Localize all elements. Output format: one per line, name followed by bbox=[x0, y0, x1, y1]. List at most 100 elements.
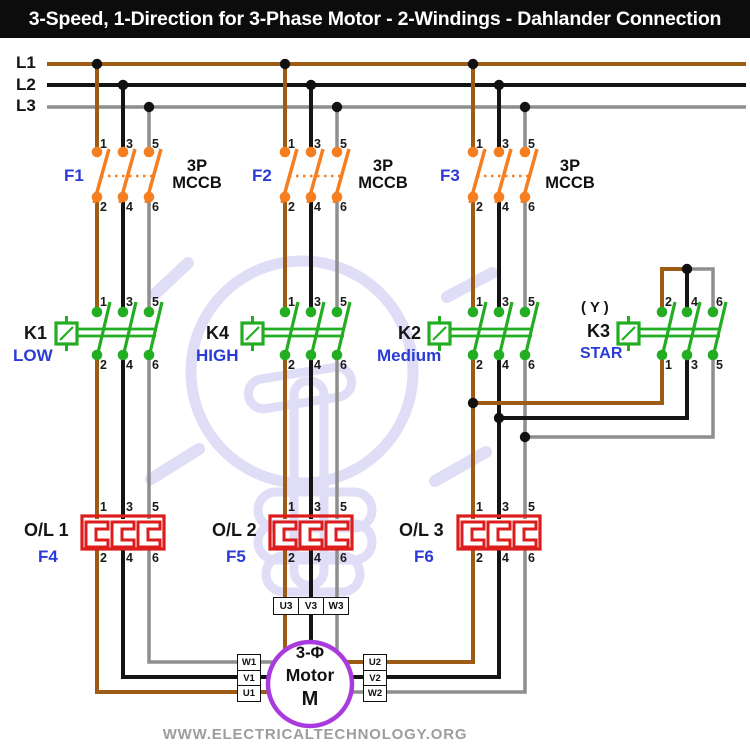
terminal-number: 4 bbox=[314, 358, 321, 372]
terminal-number: 2 bbox=[288, 200, 295, 214]
contactor-label-K3: K3 bbox=[587, 321, 611, 341]
terminal-V2: V2 bbox=[364, 669, 386, 686]
terminal-number: 3 bbox=[691, 358, 698, 372]
terminal-number: 5 bbox=[152, 500, 159, 514]
contactor-K2 bbox=[427, 301, 540, 361]
overload-label-OL2: O/L 2 bbox=[212, 520, 257, 540]
terminal-number: 1 bbox=[100, 137, 107, 151]
terminal-number: 6 bbox=[152, 551, 159, 565]
mccb-F2 bbox=[279, 146, 351, 204]
terminal-number: 3 bbox=[502, 137, 509, 151]
terminal-number: 2 bbox=[288, 551, 295, 565]
terminal-number: 2 bbox=[100, 551, 107, 565]
star-wye-symbol: ( Y ) bbox=[581, 299, 609, 316]
terminal-number: 5 bbox=[528, 500, 535, 514]
terminal-number: 4 bbox=[126, 200, 133, 214]
mccb-type-label-3: 3P MCCB bbox=[545, 157, 595, 192]
branch-K3-wires bbox=[473, 267, 715, 439]
motor-phase-label: 3-Φ bbox=[295, 644, 325, 662]
wire-brown-to-U2 bbox=[345, 548, 475, 664]
terminal-number: 1 bbox=[288, 295, 295, 309]
contactor-K4 bbox=[240, 301, 352, 361]
breaker-label-F2: F2 bbox=[252, 166, 272, 185]
terminal-number: 1 bbox=[476, 137, 483, 151]
terminal-number: 4 bbox=[502, 358, 509, 372]
motor-terminal-box-left: W1 V1 U1 bbox=[237, 654, 261, 702]
terminal-number: 1 bbox=[476, 295, 483, 309]
spark-ray bbox=[145, 443, 205, 485]
speed-label-high: HIGH bbox=[196, 346, 239, 365]
terminal-number: 2 bbox=[476, 551, 483, 565]
terminal-number: 1 bbox=[100, 500, 107, 514]
terminal-number: 4 bbox=[502, 551, 509, 565]
terminal-number: 5 bbox=[528, 295, 535, 309]
motor-terminal-box-top: U3 V3 W3 bbox=[273, 597, 349, 615]
wire-black-to-V2 bbox=[345, 548, 501, 679]
title-bar: 3-Speed, 1-Direction for 3-Phase Motor -… bbox=[0, 0, 750, 38]
wire-gray-to-W1 bbox=[147, 548, 280, 664]
overload-ref-F5: F5 bbox=[226, 547, 246, 566]
mccb-type-label-2: 3P MCCB bbox=[358, 157, 408, 192]
terminal-number: 4 bbox=[691, 295, 698, 309]
breaker-label-F3: F3 bbox=[440, 166, 460, 185]
terminal-number: 1 bbox=[665, 358, 672, 372]
terminal-number: 5 bbox=[716, 358, 723, 372]
terminal-number: 4 bbox=[126, 358, 133, 372]
spark-ray bbox=[149, 257, 194, 300]
terminal-number: 3 bbox=[314, 137, 321, 151]
terminal-number: 2 bbox=[288, 358, 295, 372]
terminal-number: 3 bbox=[314, 500, 321, 514]
terminal-number: 6 bbox=[340, 358, 347, 372]
overload-ref-F4: F4 bbox=[38, 547, 58, 566]
terminal-number: 3 bbox=[126, 295, 133, 309]
contactor-K3 bbox=[616, 301, 728, 361]
star-bridge-brown bbox=[660, 267, 689, 313]
website-watermark: WWW.ELECTRICALTECHNOLOGY.ORG bbox=[162, 726, 468, 743]
bus-label-L2: L2 bbox=[16, 75, 36, 94]
junction-dots bbox=[91, 58, 693, 443]
speed-label-star: STAR bbox=[580, 345, 623, 362]
terminal-U1: U1 bbox=[238, 685, 260, 701]
terminal-number: 1 bbox=[288, 137, 295, 151]
terminal-number: 6 bbox=[340, 200, 347, 214]
motor-terminal-box-right: U2 V2 W2 bbox=[363, 654, 387, 702]
mccb-type-label-1: 3P MCCB bbox=[172, 157, 222, 192]
wire-brown-to-U1 bbox=[95, 548, 280, 694]
terminal-number: 5 bbox=[340, 500, 347, 514]
branch-K1-wires bbox=[95, 64, 280, 694]
terminal-number: 2 bbox=[665, 295, 672, 309]
motor-word-label: Motor bbox=[285, 665, 335, 685]
terminal-U3: U3 bbox=[279, 600, 293, 612]
terminal-number: 4 bbox=[126, 551, 133, 565]
speed-label-medium: Medium bbox=[377, 346, 442, 365]
wire-gray-link bbox=[525, 354, 715, 439]
terminal-number: 6 bbox=[528, 551, 535, 565]
terminal-number: 3 bbox=[126, 500, 133, 514]
wire-black-to-V1 bbox=[121, 548, 280, 679]
breaker-label-F1: F1 bbox=[64, 166, 84, 185]
terminal-number: 1 bbox=[288, 500, 295, 514]
branch-K2-wires bbox=[345, 64, 527, 694]
diagram-title: 3-Speed, 1-Direction for 3-Phase Motor -… bbox=[28, 7, 722, 30]
terminal-number: 2 bbox=[476, 358, 483, 372]
terminal-number: 6 bbox=[340, 551, 347, 565]
terminal-number: 6 bbox=[528, 358, 535, 372]
motor-letter-label: M bbox=[301, 688, 319, 710]
star-bridge-gray bbox=[685, 267, 715, 313]
contactor-label-K4: K4 bbox=[206, 323, 230, 343]
terminal-number: 2 bbox=[100, 200, 107, 214]
contactor-K1 bbox=[54, 301, 164, 361]
terminal-number: 1 bbox=[100, 295, 107, 309]
bus-label-L1: L1 bbox=[16, 53, 36, 72]
terminal-number: 2 bbox=[100, 358, 107, 372]
spark-ray bbox=[441, 267, 498, 303]
terminal-number: 2 bbox=[476, 200, 483, 214]
terminal-number: 3 bbox=[502, 500, 509, 514]
terminal-number: 5 bbox=[340, 295, 347, 309]
terminal-number: 6 bbox=[152, 200, 159, 214]
bulb-outline bbox=[185, 255, 419, 489]
wire-black-link bbox=[499, 354, 689, 420]
mccb-F3 bbox=[467, 146, 539, 204]
